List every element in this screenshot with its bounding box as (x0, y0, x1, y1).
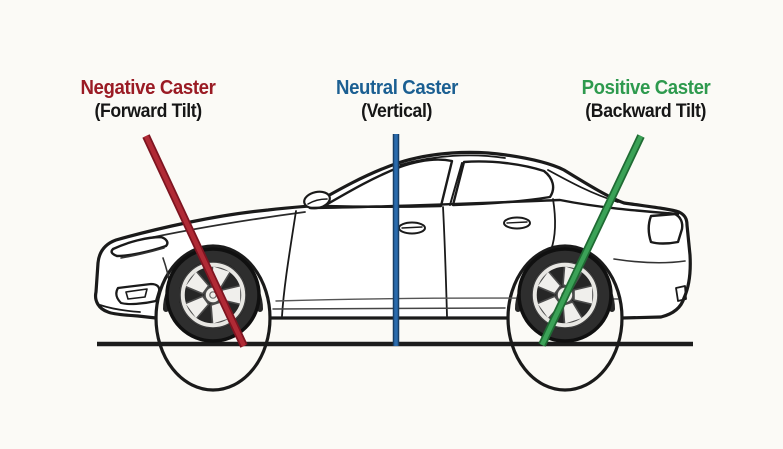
front-door-seam (442, 206, 448, 317)
neutral-caster-title: Neutral Caster (331, 77, 462, 100)
headlight (110, 235, 169, 258)
positive-caster-line (538, 134, 645, 347)
negative-caster-subtitle-text: (Forward Tilt) (94, 101, 202, 122)
front-wheel (167, 249, 259, 341)
fog-light-inner (125, 288, 148, 300)
front-fender-arch (154, 316, 272, 392)
sill-inner-line (272, 307, 506, 310)
rear-fender-arch (506, 316, 624, 392)
headlight-accent-line (120, 247, 165, 259)
b-pillar-line (449, 162, 463, 206)
rear-door-handle (503, 216, 531, 230)
label-positive-caster: Positive Caster (Backward Tilt) (577, 77, 716, 123)
negative-caster-subtitle: (Forward Tilt) (75, 100, 220, 123)
positive-caster-subtitle: (Backward Tilt) (577, 100, 716, 123)
negative-caster-title-text: Negative Caster (80, 77, 216, 99)
negative-caster-title: Negative Caster (75, 77, 220, 100)
beltline (308, 198, 680, 216)
negative-caster-line (142, 134, 248, 348)
roof-inner-line (399, 154, 506, 166)
neutral-caster-subtitle: (Vertical) (331, 100, 462, 123)
positive-caster-subtitle-text: (Backward Tilt) (585, 101, 707, 122)
fender-door-seam (281, 210, 297, 317)
label-negative-caster: Negative Caster (Forward Tilt) (75, 77, 220, 123)
positive-caster-title: Positive Caster (577, 77, 716, 100)
front-lip-line (99, 304, 141, 313)
positive-caster-title-text: Positive Caster (581, 77, 711, 99)
neutral-caster-subtitle-text: (Vertical) (361, 101, 433, 122)
rear-side-window (451, 160, 555, 207)
front-door-handle (398, 221, 426, 235)
taillight (647, 212, 684, 245)
neutral-caster-title-text: Neutral Caster (336, 77, 458, 99)
rear-door-seam (550, 198, 556, 251)
rear-crease (613, 258, 686, 264)
rear-reflector (675, 285, 687, 302)
label-neutral-caster: Neutral Caster (Vertical) (331, 77, 462, 123)
fog-light-intake (115, 282, 161, 306)
